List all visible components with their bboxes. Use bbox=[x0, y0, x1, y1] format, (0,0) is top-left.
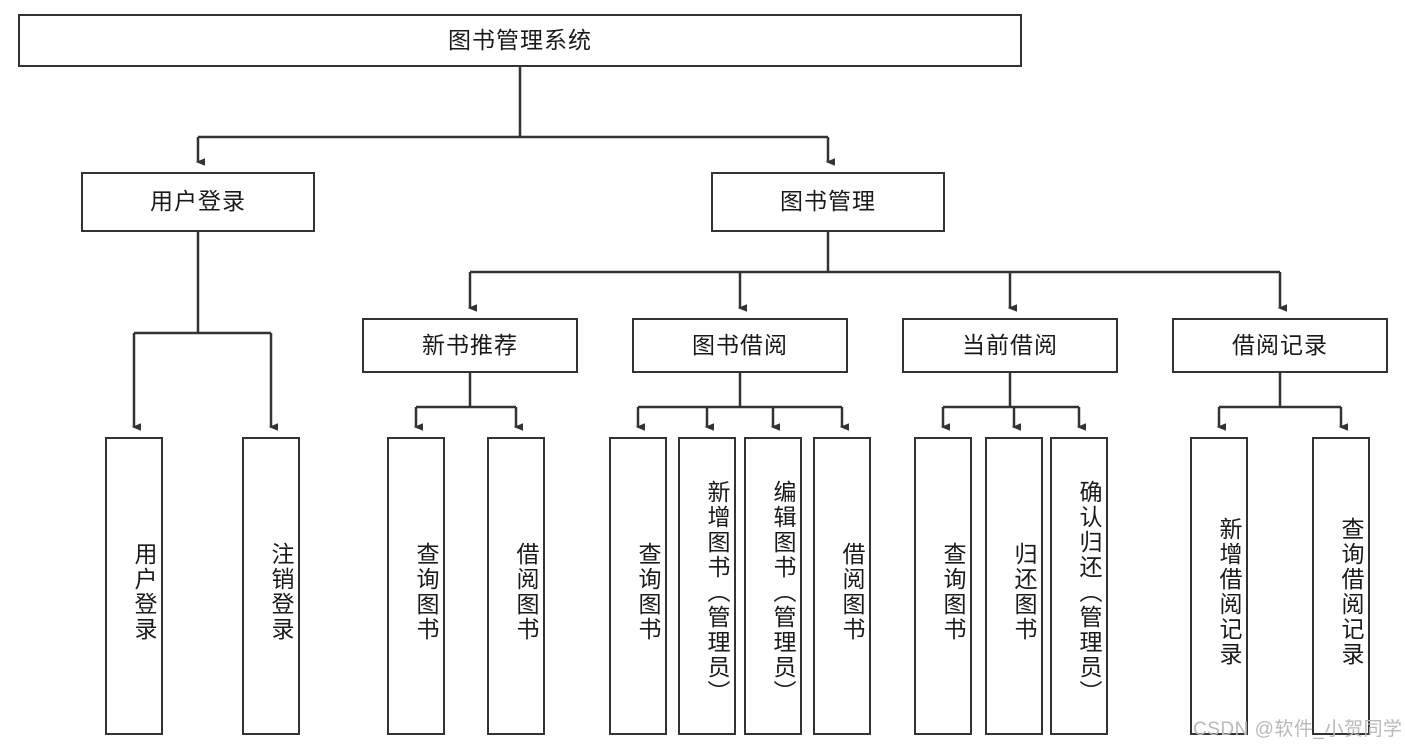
node-book-borrow[interactable]: 图书借阅 bbox=[632, 318, 848, 373]
node-leaf-add-borrow-record-label: 新增借阅记录 bbox=[1216, 517, 1242, 667]
node-user-login[interactable]: 用户登录 bbox=[81, 172, 315, 232]
node-current-borrow-label: 当前借阅 bbox=[962, 331, 1058, 358]
node-leaf-borrow-book-1-label: 借阅图书 bbox=[513, 542, 539, 642]
node-leaf-query-borrow-record[interactable]: 查询借阅记录 bbox=[1312, 437, 1370, 735]
node-leaf-return-book[interactable]: 归还图书 bbox=[985, 437, 1043, 735]
node-leaf-user-logout-label: 注销登录 bbox=[268, 542, 294, 642]
node-leaf-add-book-label: 新增图书（管理员） bbox=[704, 479, 730, 705]
node-current-borrow[interactable]: 当前借阅 bbox=[902, 318, 1118, 373]
node-new-book-recommend[interactable]: 新书推荐 bbox=[362, 318, 578, 373]
node-book-borrow-label: 图书借阅 bbox=[692, 331, 788, 358]
node-book-manage-label: 图书管理 bbox=[780, 188, 876, 215]
node-leaf-borrow-book-2-label: 借阅图书 bbox=[839, 542, 865, 642]
node-leaf-user-logout[interactable]: 注销登录 bbox=[242, 437, 300, 735]
node-leaf-query-book-1-label: 查询图书 bbox=[413, 542, 439, 642]
node-leaf-user-login-label: 用户登录 bbox=[131, 542, 157, 642]
node-leaf-add-borrow-record[interactable]: 新增借阅记录 bbox=[1190, 437, 1248, 735]
node-leaf-query-book-3-label: 查询图书 bbox=[940, 542, 966, 642]
node-borrow-record[interactable]: 借阅记录 bbox=[1172, 318, 1388, 373]
node-root[interactable]: 图书管理系统 bbox=[18, 14, 1022, 67]
node-book-manage[interactable]: 图书管理 bbox=[711, 172, 945, 232]
node-borrow-record-label: 借阅记录 bbox=[1232, 331, 1328, 358]
node-leaf-borrow-book-1[interactable]: 借阅图书 bbox=[487, 437, 545, 735]
node-leaf-edit-book[interactable]: 编辑图书（管理员） bbox=[744, 437, 802, 735]
node-leaf-confirm-return[interactable]: 确认归还（管理员） bbox=[1050, 437, 1108, 735]
node-leaf-query-borrow-record-label: 查询借阅记录 bbox=[1338, 517, 1364, 667]
node-leaf-borrow-book-2[interactable]: 借阅图书 bbox=[813, 437, 871, 735]
csdn-watermark: CSDN @软件_小贺同学 bbox=[1193, 719, 1403, 740]
node-leaf-add-book[interactable]: 新增图书（管理员） bbox=[678, 437, 736, 735]
node-user-login-label: 用户登录 bbox=[150, 188, 246, 215]
node-leaf-return-book-label: 归还图书 bbox=[1011, 542, 1037, 642]
node-leaf-edit-book-label: 编辑图书（管理员） bbox=[770, 479, 796, 705]
node-leaf-query-book-2-label: 查询图书 bbox=[635, 542, 661, 642]
node-leaf-confirm-return-label: 确认归还（管理员） bbox=[1076, 479, 1102, 705]
node-new-book-recommend-label: 新书推荐 bbox=[422, 331, 518, 358]
node-leaf-query-book-1[interactable]: 查询图书 bbox=[387, 437, 445, 735]
node-root-label: 图书管理系统 bbox=[448, 26, 592, 53]
node-leaf-user-login[interactable]: 用户登录 bbox=[105, 437, 163, 735]
node-leaf-query-book-3[interactable]: 查询图书 bbox=[914, 437, 972, 735]
node-leaf-query-book-2[interactable]: 查询图书 bbox=[609, 437, 667, 735]
